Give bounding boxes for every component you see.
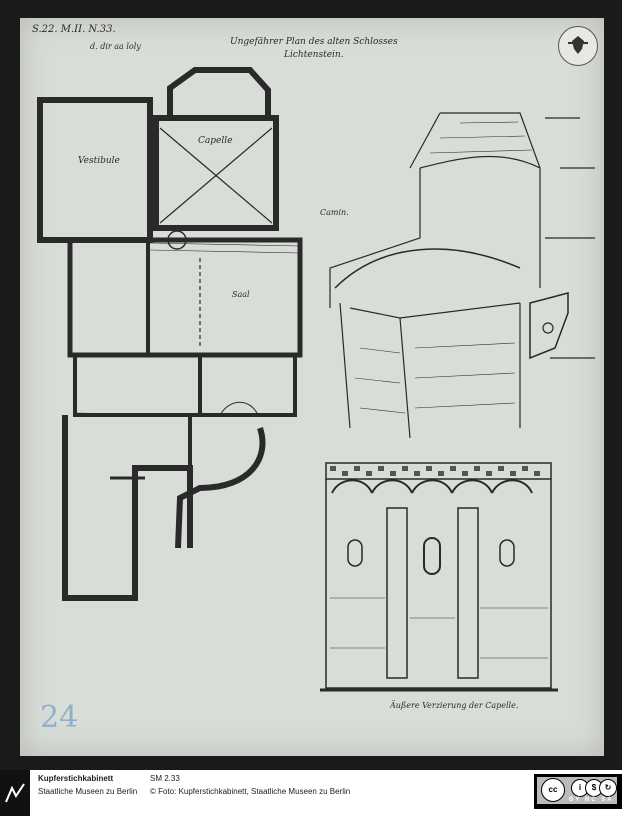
header-note-line1: Ungefährer Plan des alten Schlosses bbox=[230, 37, 398, 47]
chapel-apse bbox=[167, 67, 271, 118]
corner-note: S.22. M.II. N.33. bbox=[32, 24, 116, 35]
cc-icon: cc bbox=[541, 778, 565, 802]
footer-bar: Kupferstichkabinett Staatliche Museen zu… bbox=[0, 770, 622, 816]
chapel-caption: Äußere Verzierung der Capelle. bbox=[390, 701, 519, 710]
photo-credit: © Foto: Kupferstichkabinett, Staatliche … bbox=[150, 787, 351, 796]
vestibule-walls bbox=[37, 97, 153, 243]
chapel-walls bbox=[153, 115, 279, 231]
chapel-cross-b bbox=[159, 127, 273, 224]
middle-rooms bbox=[73, 353, 297, 417]
label-capelle: Capelle bbox=[198, 136, 233, 146]
label-vestibule: Vestibule bbox=[78, 156, 120, 166]
corbel-head bbox=[529, 292, 569, 360]
plan-note: d. dir aa loly bbox=[90, 42, 141, 51]
header-note-line2: Lichtenstein. bbox=[284, 50, 344, 60]
cc-license-badge[interactable]: cc i $ ↻ BY NC SA bbox=[534, 774, 622, 809]
label-saal: Saal bbox=[232, 290, 250, 299]
chapel-elevation bbox=[320, 462, 558, 692]
fireplace-sketch bbox=[329, 112, 595, 439]
frieze-pattern bbox=[330, 466, 540, 476]
institution-sub: Staatliche Museen zu Berlin bbox=[38, 787, 138, 796]
header-note: Ungefährer Plan des alten Schlosses Lich… bbox=[230, 36, 398, 62]
license-text: BY NC SA bbox=[569, 797, 614, 803]
smb-logo-icon bbox=[0, 770, 30, 816]
pencil-number: 24 bbox=[40, 700, 79, 735]
institution-name: Kupferstichkabinett bbox=[38, 774, 114, 783]
hall-walls bbox=[67, 237, 303, 358]
drawing-sheet: S.22. M.II. N.33. d. dir aa loly Ungefäh… bbox=[20, 18, 604, 756]
collection-stamp-icon bbox=[558, 26, 598, 66]
round-tower bbox=[175, 427, 266, 549]
inventory-number: SM 2.33 bbox=[150, 774, 180, 783]
sa-icon: ↻ bbox=[599, 779, 617, 797]
lower-walls bbox=[62, 415, 193, 601]
label-camin: Camin. bbox=[320, 208, 349, 217]
architectural-drawing bbox=[37, 67, 595, 692]
